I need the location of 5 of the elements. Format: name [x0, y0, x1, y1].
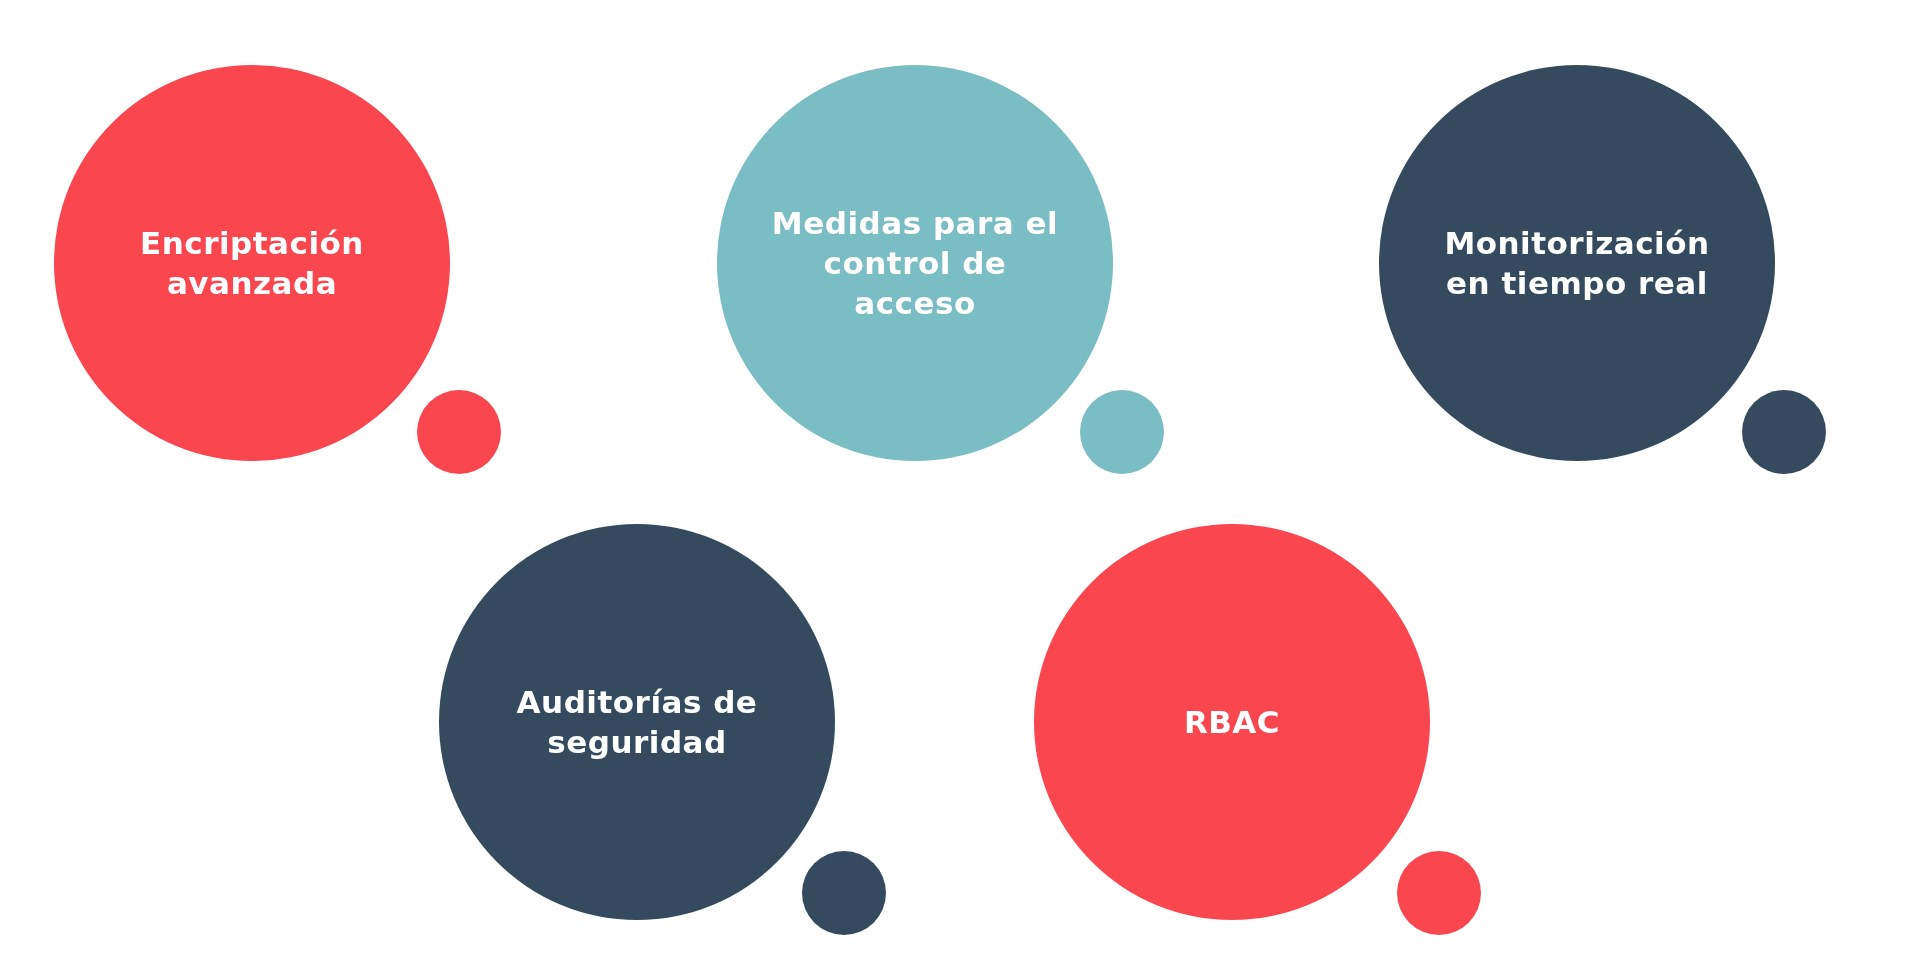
circle-label: RBAC — [1183, 702, 1281, 742]
circle-label: Monitorización en tiempo real — [1443, 223, 1711, 303]
circle-label: Auditorías de seguridad — [515, 682, 759, 762]
circle-label: Medidas para el control de acceso — [770, 203, 1060, 324]
circle-label: Encriptación avanzada — [139, 223, 365, 303]
